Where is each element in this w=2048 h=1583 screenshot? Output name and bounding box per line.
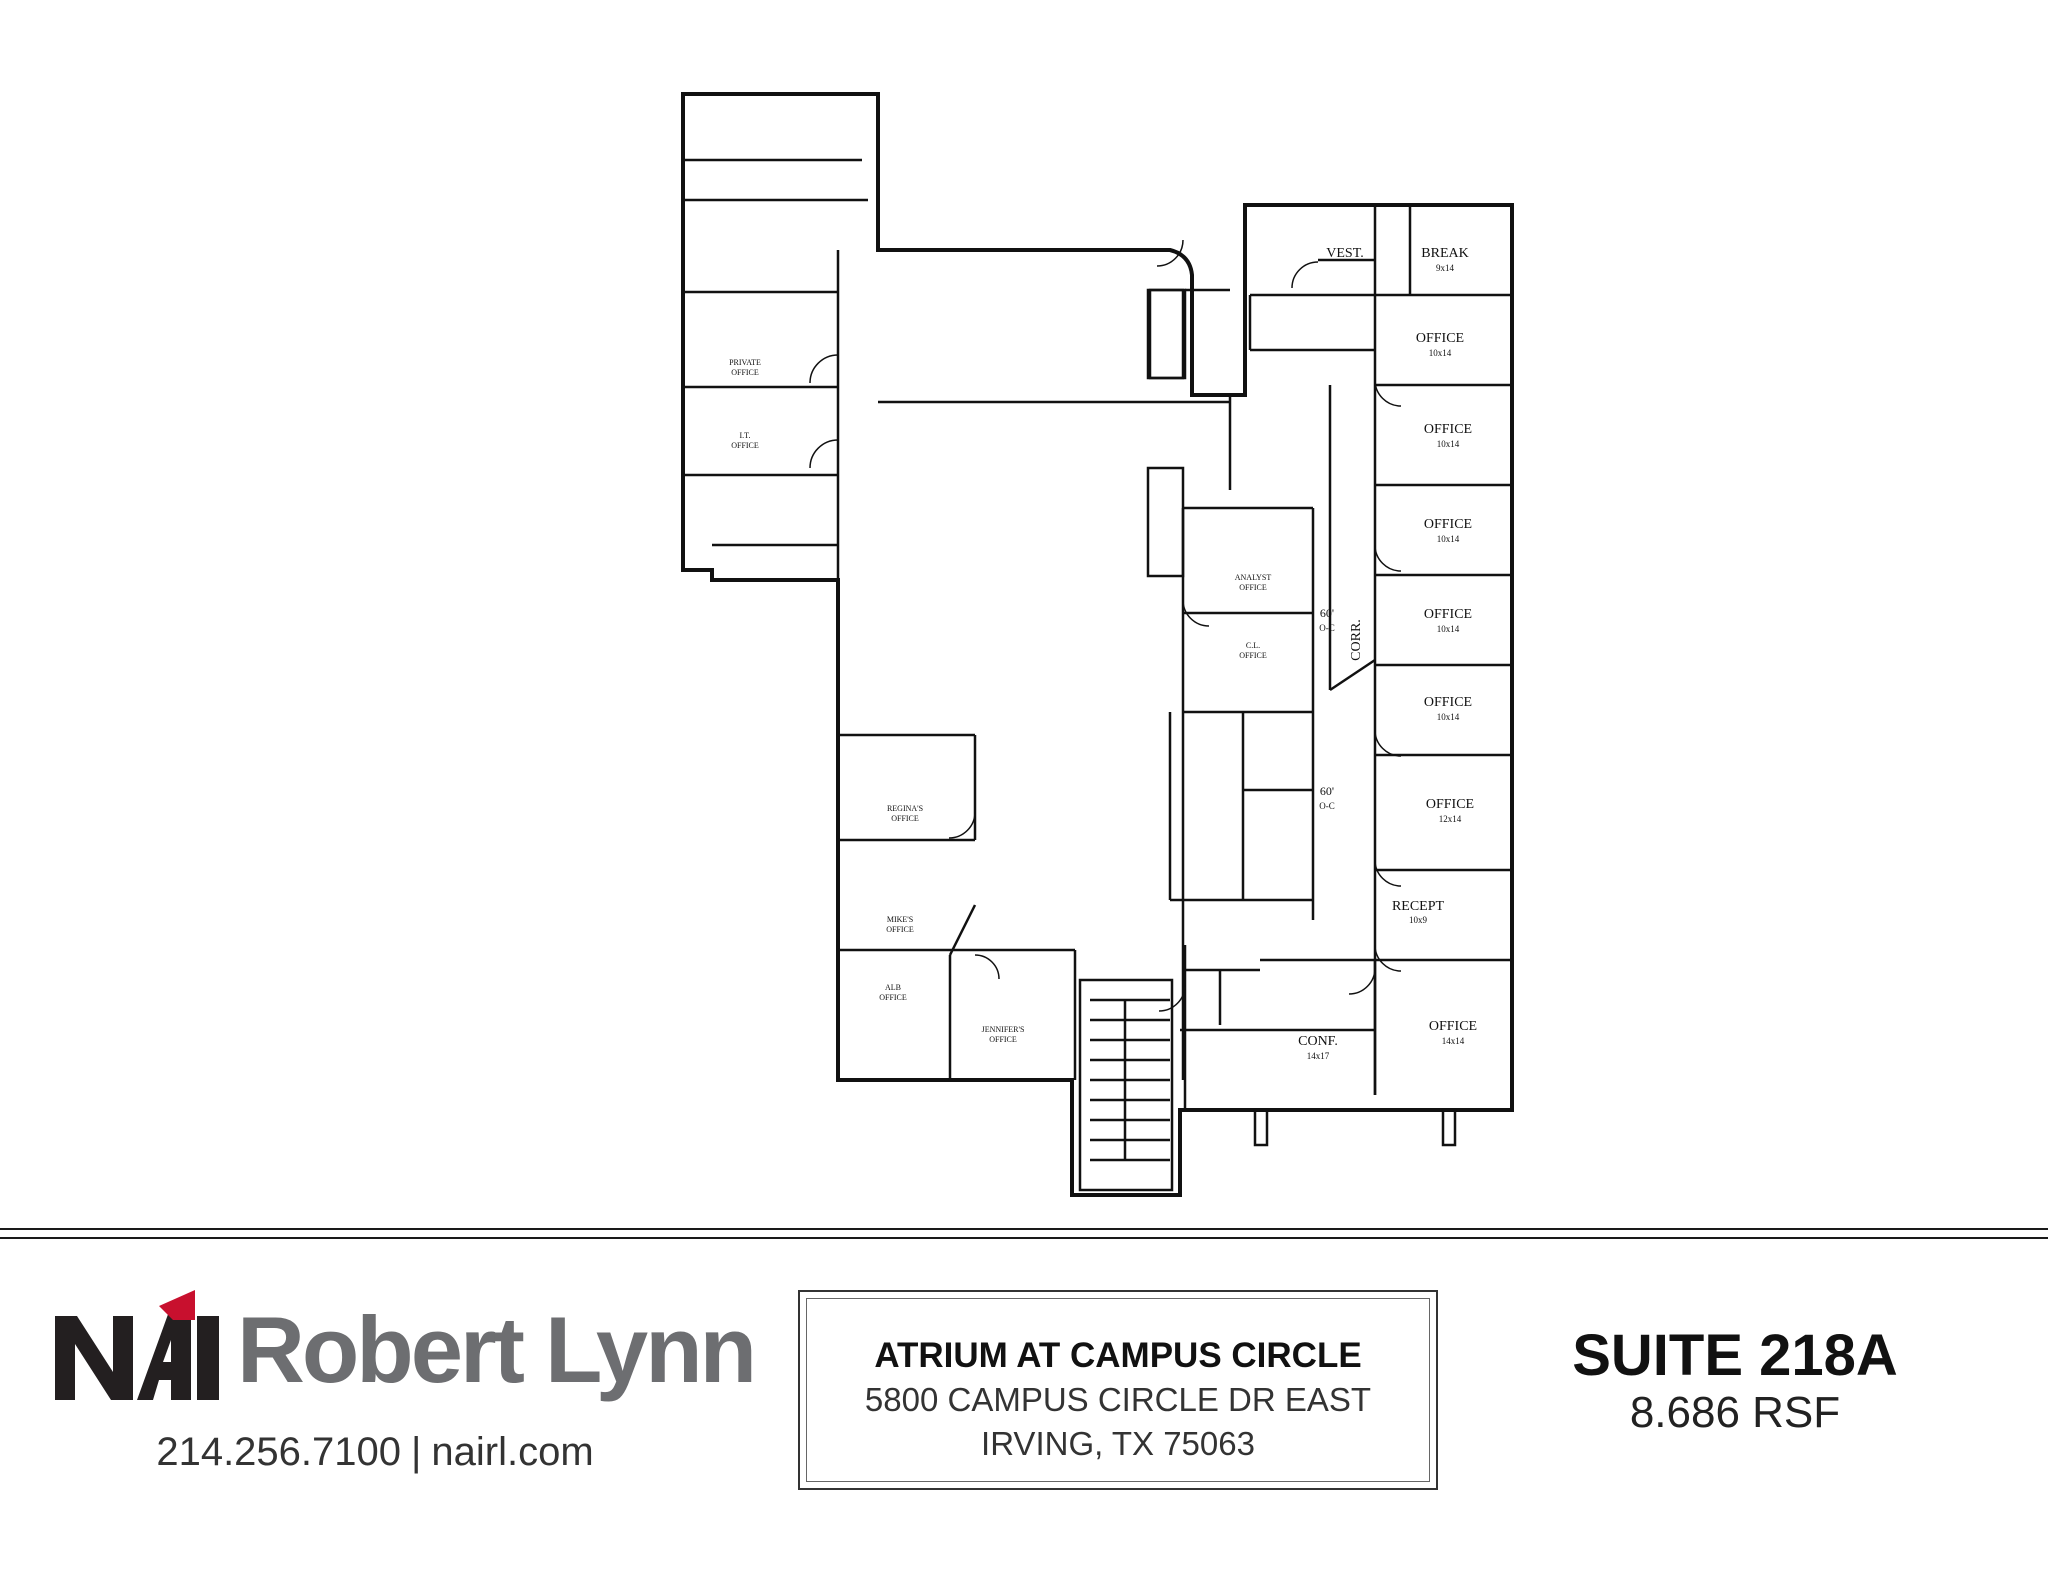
room-dim-office-2: 10x14 xyxy=(1437,439,1460,449)
room-dim-cl: OFFICE xyxy=(1239,651,1267,660)
room-label-it: I.T. xyxy=(740,431,751,440)
suite-number: SUITE 218A xyxy=(1572,1323,1898,1388)
room-label-mike: MIKE'S xyxy=(887,915,913,924)
room-dim-office-4: 10x14 xyxy=(1437,624,1460,634)
room-label-analyst: ANALYST xyxy=(1235,573,1272,582)
room-dim-private: OFFICE xyxy=(731,368,759,377)
room-dim-break: 9x14 xyxy=(1436,263,1455,273)
room-label-office-1: OFFICE xyxy=(1416,331,1464,346)
contact-line: 214.256.7100|nairl.com xyxy=(0,1430,750,1475)
room-dim-office-5: 10x14 xyxy=(1437,712,1460,722)
room-label-office-6: OFFICE xyxy=(1426,797,1474,812)
room-label-recept: RECEPT xyxy=(1392,899,1445,914)
room-dim-office-1: 10x14 xyxy=(1429,348,1452,358)
suite-area: 8.686 RSF xyxy=(1629,1388,1841,1437)
room-label-office-5: OFFICE xyxy=(1424,695,1472,710)
room-label-private: PRIVATE xyxy=(729,358,761,367)
room-dim-alb: OFFICE xyxy=(879,993,907,1002)
width-sub-upper: O-C xyxy=(1319,623,1335,633)
company-logo: Robert Lynn xyxy=(55,1290,757,1410)
room-label-cl: C.L. xyxy=(1246,641,1260,650)
property-name: ATRIUM AT CAMPUS CIRCLE xyxy=(874,1336,1362,1375)
room-label-alb: ALB xyxy=(885,983,901,992)
room-dim-it: OFFICE xyxy=(731,441,759,450)
room-label-office-2: OFFICE xyxy=(1424,422,1472,437)
room-dim-office-3: 10x14 xyxy=(1437,534,1460,544)
room-dim-conf: 14x17 xyxy=(1307,1051,1330,1061)
room-labels: VEST. BREAK 9x14 OFFICE 10x14 OFFICE 10x… xyxy=(729,246,1477,1061)
width-sub-lower: O-C xyxy=(1319,801,1335,811)
property-address-box: ATRIUM AT CAMPUS CIRCLE 5800 CAMPUS CIRC… xyxy=(798,1290,1438,1490)
room-label-jennifer: JENNIFER'S xyxy=(982,1025,1025,1034)
property-street: 5800 CAMPUS CIRCLE DR EAST xyxy=(864,1381,1372,1418)
room-label-office-3: OFFICE xyxy=(1424,517,1472,532)
room-dim-jennifer: OFFICE xyxy=(989,1035,1017,1044)
room-dim-recept: 10x9 xyxy=(1409,915,1428,925)
corridor-label: CORR. xyxy=(1349,619,1364,661)
address-box-inner-border xyxy=(806,1298,1430,1482)
room-dim-analyst: OFFICE xyxy=(1239,583,1267,592)
footer-rule-bottom xyxy=(0,1237,2048,1239)
width-label-lower: 60' xyxy=(1320,784,1334,798)
room-label-conf: CONF. xyxy=(1298,1034,1338,1049)
plan-walls xyxy=(681,92,1514,1197)
room-label-vest: VEST. xyxy=(1326,246,1363,261)
floor-plan: VEST. BREAK 9x14 OFFICE 10x14 OFFICE 10x… xyxy=(681,92,1514,1197)
contact-separator: | xyxy=(411,1430,422,1474)
room-label-office-4: OFFICE xyxy=(1424,607,1472,622)
room-dim-office-6: 12x14 xyxy=(1439,814,1462,824)
property-city: IRVING, TX 75063 xyxy=(981,1425,1255,1462)
website: nairl.com xyxy=(431,1430,594,1474)
room-dim-regina: OFFICE xyxy=(891,814,919,823)
room-label-break: BREAK xyxy=(1421,246,1468,261)
company-name: Robert Lynn xyxy=(237,1297,757,1402)
room-dim-office-7: 14x14 xyxy=(1442,1036,1465,1046)
footer-rule-top xyxy=(0,1228,2048,1230)
phone-number: 214.256.7100 xyxy=(156,1430,402,1474)
plan-doors xyxy=(809,239,1402,1012)
nai-mark-icon xyxy=(55,1290,219,1400)
room-label-office-7: OFFICE xyxy=(1429,1019,1477,1034)
room-dim-mike: OFFICE xyxy=(886,925,914,934)
room-label-regina: REGINA'S xyxy=(887,804,923,813)
width-label-upper: 60' xyxy=(1320,606,1334,620)
exterior-wall xyxy=(681,92,1514,1197)
